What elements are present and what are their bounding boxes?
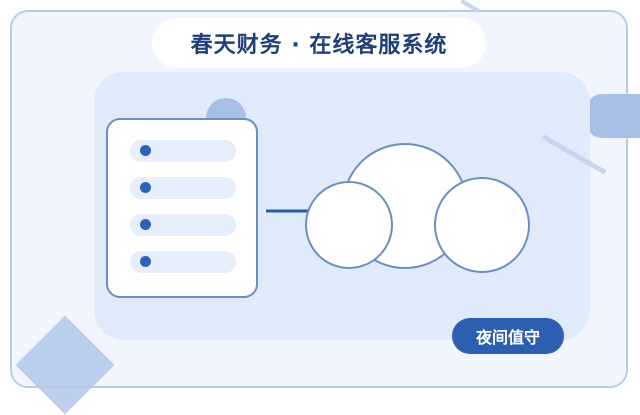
server-list-icon xyxy=(106,118,258,298)
status-badge: 夜间值守 xyxy=(452,318,564,354)
bullet-icon xyxy=(140,145,151,156)
bullet-icon xyxy=(140,256,151,267)
list-row xyxy=(130,251,236,273)
decor-tab-right xyxy=(586,94,640,138)
cloud-icon xyxy=(305,143,530,273)
bullet-icon xyxy=(140,182,151,193)
page-title: 春天财务 · 在线客服系统 xyxy=(152,18,486,68)
list-row xyxy=(130,140,236,162)
list-row xyxy=(130,214,236,236)
cloud-connection-graphic xyxy=(266,143,530,273)
bullet-icon xyxy=(140,219,151,230)
list-row xyxy=(130,177,236,199)
